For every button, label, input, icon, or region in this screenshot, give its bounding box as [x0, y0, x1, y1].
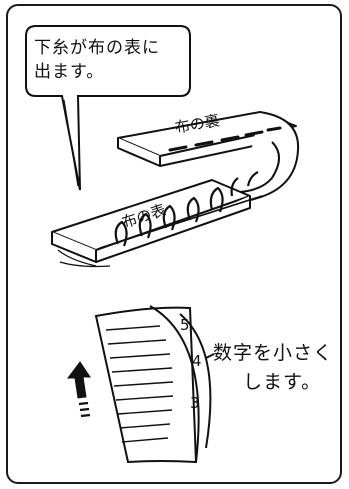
instruction-line-2: します。 [243, 371, 322, 393]
fabric-back [117, 111, 300, 201]
tension-dial [94, 305, 215, 464]
callout-line-2: 出ます。 [34, 62, 105, 82]
callout-line-1: 下糸が布の表に [34, 38, 160, 58]
dial-number: 4 [192, 352, 202, 370]
instruction-line-1: 数字を小さく [213, 342, 334, 364]
illustration-frame [6, 4, 342, 484]
dial-number: 5 [180, 316, 190, 334]
dial-number: 3 [190, 394, 200, 412]
callout-text: 下糸が布の表に 出ます。 [34, 36, 184, 84]
speech-bubble-icon [25, 25, 191, 191]
fabric-front [51, 171, 263, 268]
turn-direction-arrow-icon [67, 361, 91, 418]
